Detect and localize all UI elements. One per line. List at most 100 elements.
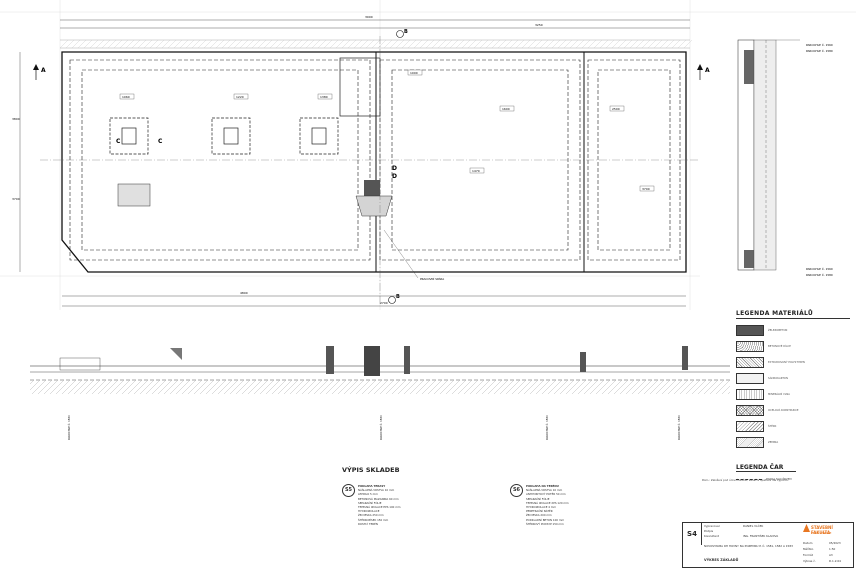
role-1: Vypracoval bbox=[704, 524, 720, 528]
hatch-stroke bbox=[185, 39, 195, 49]
hatch-stroke bbox=[419, 39, 429, 49]
construction-lines bbox=[0, 0, 856, 310]
meta-value-number: D.1.2.04 bbox=[829, 559, 841, 563]
hatch-stroke bbox=[287, 39, 297, 49]
axis-label: PAROCHLE Č. 1560 bbox=[378, 415, 383, 440]
composition-title: PODLAHA TERASY bbox=[358, 484, 386, 488]
node-label-box bbox=[233, 93, 249, 100]
hatch-stroke bbox=[77, 39, 87, 49]
section-mark-b-top: B bbox=[396, 29, 408, 38]
meta-label-format: Formát bbox=[803, 553, 813, 557]
hatch-stroke bbox=[653, 39, 663, 49]
material-label: OCELOVÁ KONSTRUKCE bbox=[768, 408, 799, 412]
hatch-stroke bbox=[83, 39, 93, 49]
hatch-stroke bbox=[173, 39, 183, 49]
axis-label: PAROCHLE Č. 1560 bbox=[544, 415, 549, 440]
svg-text:B: B bbox=[404, 29, 408, 35]
node-label-box bbox=[407, 69, 423, 76]
hatch-stroke bbox=[413, 39, 423, 49]
svg-text:D: D bbox=[392, 165, 397, 172]
hatch-stroke bbox=[203, 39, 213, 49]
hatch-stroke bbox=[317, 39, 327, 49]
hatch-stroke bbox=[155, 39, 165, 49]
legend-lines-label: HRANA NAD ŘEZEM bbox=[766, 478, 792, 481]
longitudinal-section bbox=[30, 346, 730, 394]
node-label: 1600 bbox=[502, 107, 510, 111]
hatch-stroke bbox=[263, 39, 273, 49]
section-label-bottom: PAROCHLE Č. 1560 bbox=[806, 266, 833, 271]
layer: NÁŠLAPNÁ VRSTVA 10 mm bbox=[358, 488, 395, 493]
composition-title: PODLAHA NA TERÉNU bbox=[526, 484, 559, 488]
section-mark-c: C C bbox=[116, 138, 163, 145]
hatch-stroke bbox=[371, 39, 381, 49]
hatch-stroke bbox=[623, 39, 633, 49]
layer: PODKLADNÍ BETON 100 mm bbox=[526, 517, 565, 522]
dashed-line-sample bbox=[736, 479, 762, 480]
hatch-stroke bbox=[281, 39, 291, 49]
layer: ANHYDRITOVÝ POTĚR 50 mm bbox=[526, 492, 566, 497]
hatch-stroke bbox=[227, 39, 237, 49]
node-label: 1470 bbox=[472, 169, 480, 173]
hatch-stroke bbox=[599, 39, 609, 49]
material-label: ZEMINA bbox=[768, 440, 779, 444]
hatch-stroke bbox=[179, 39, 189, 49]
hatch-stroke bbox=[539, 39, 549, 49]
hatch-stroke bbox=[329, 39, 339, 49]
hatch-stroke bbox=[581, 39, 591, 49]
svg-text:A: A bbox=[705, 67, 710, 74]
title-block: S4 Vypracoval Podpis Konzultant DANIEL V… bbox=[682, 522, 854, 568]
hatch-stroke bbox=[71, 39, 81, 49]
layer: ŠTĚRKOPÍSEK 150 mm bbox=[358, 517, 389, 522]
hatch-stroke bbox=[503, 39, 513, 49]
material-label: MINERÁLNÍ VLNA bbox=[768, 392, 790, 396]
role-2: Podpis bbox=[704, 529, 714, 533]
node-label-box bbox=[499, 105, 515, 112]
hatch-stroke bbox=[569, 39, 579, 49]
material-label: SÁDROKARTON bbox=[768, 376, 788, 380]
layer: ŠTĚRKOVÝ PODSYP 150 mm bbox=[526, 521, 564, 526]
project-name: NOVOSTAVBA RH HOVNY NA POZEMKU P. Č. 158… bbox=[704, 544, 793, 548]
section-mark-d: D D bbox=[392, 165, 397, 180]
hatch-stroke bbox=[269, 39, 279, 49]
hatch-stroke bbox=[461, 39, 471, 49]
hatch-stroke bbox=[515, 39, 525, 49]
hatch-stroke bbox=[479, 39, 489, 49]
hatch-stroke bbox=[365, 39, 375, 49]
dim-bottom-2: 2700 bbox=[380, 301, 388, 305]
dim-bottom-1: 4800 bbox=[240, 291, 248, 295]
hatch-stroke bbox=[389, 39, 399, 49]
meta-label-number: Výkres č. bbox=[803, 559, 816, 563]
hatch-stroke bbox=[425, 39, 435, 49]
hatch-stroke bbox=[395, 39, 405, 49]
hatch-stroke bbox=[95, 39, 105, 49]
layer: HYDROIZOLACE 4 mm bbox=[526, 505, 557, 510]
footing-pads bbox=[109, 57, 381, 155]
material-swatch bbox=[736, 388, 764, 400]
composition-badge: S5 bbox=[342, 484, 355, 497]
legend-row: SÁDROKARTON bbox=[736, 371, 850, 385]
hatch-stroke bbox=[407, 39, 417, 49]
material-label: EXTRUDOVANÝ POLYSTYREN bbox=[768, 360, 805, 364]
axis-label: PAROCHLE Č. 1560 bbox=[676, 415, 681, 440]
hatch-stroke bbox=[137, 39, 147, 49]
company-name: STAVEBNÍ FAKULTA bbox=[811, 525, 833, 535]
top-hatch-band bbox=[60, 39, 690, 49]
company-sub: ČVUT V PRAZE bbox=[811, 531, 832, 535]
hatch-stroke bbox=[305, 39, 315, 49]
layer: ROSTLÝ TERÉN bbox=[358, 521, 378, 526]
composition-s6: S6 PODLAHA NA TERÉNU NÁŠLAPNÁ VRSTVA 10 … bbox=[510, 484, 670, 526]
material-swatch bbox=[736, 420, 764, 432]
section-axis-labels: PAROCHLE Č. 1560 PAROCHLE Č. 1560 PAROCHLE… bbox=[66, 415, 681, 440]
legend-lines-title: LEGENDA ČAR bbox=[736, 464, 796, 472]
hatch-stroke bbox=[473, 39, 483, 49]
hatch-stroke bbox=[593, 39, 603, 49]
legend-lines-row: HRANA NAD ŘEZEM bbox=[736, 478, 792, 481]
legend-row: BETONOVÉ DÍLCE bbox=[736, 339, 850, 353]
material-swatch bbox=[736, 356, 764, 368]
hatch-stroke bbox=[557, 39, 567, 49]
section-label-top: PAROCHLE Č. 1560 bbox=[806, 42, 833, 47]
layer: TEPELNÁ IZOLACE EPS 100 mm bbox=[358, 505, 401, 510]
hatch-stroke bbox=[293, 39, 303, 49]
